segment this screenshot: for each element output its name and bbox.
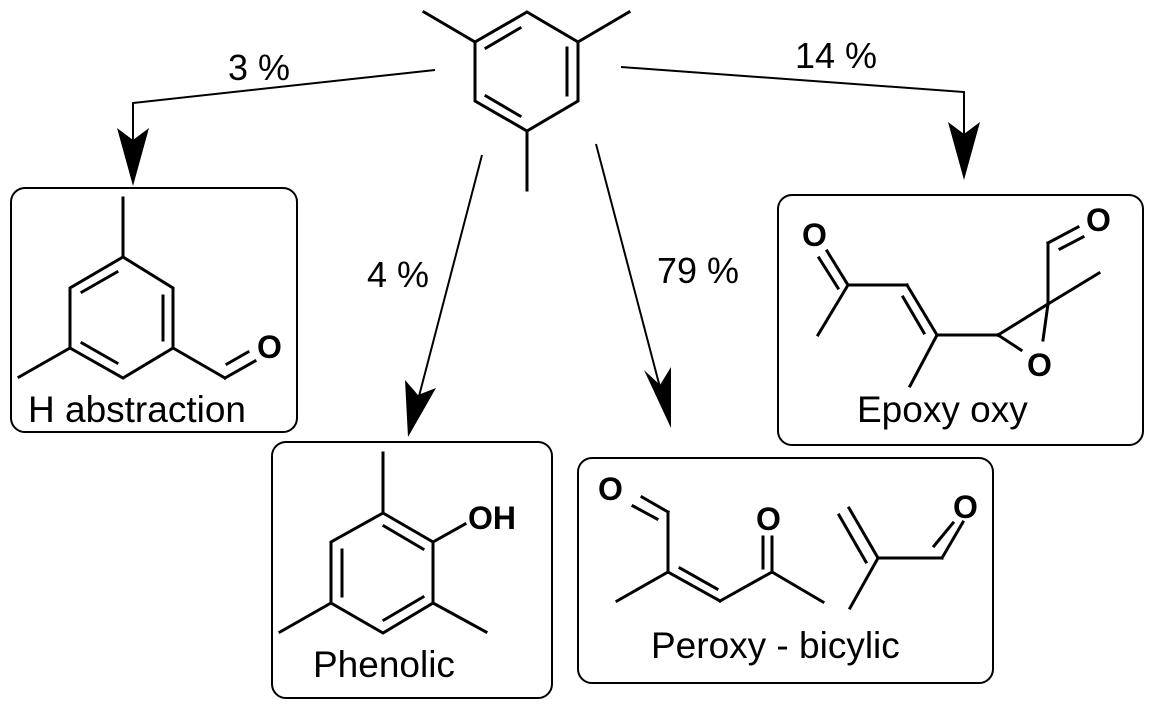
- percent-epoxy-oxy: 14 %: [795, 35, 877, 76]
- product-box: [777, 194, 1144, 446]
- arrow-phenolic: [405, 154, 483, 437]
- product-box: [10, 187, 298, 433]
- atom-oxygen: O: [1027, 347, 1052, 383]
- arrow-peroxy-bicyclic: [595, 143, 671, 428]
- product-epoxy-oxy: O O O Epoxy oxy: [777, 194, 1144, 446]
- product-label: Phenolic: [313, 644, 455, 685]
- arrow-epoxy-oxy: [620, 66, 980, 180]
- atom-oxygen: O: [598, 471, 623, 507]
- atom-oxygen: O: [756, 501, 781, 537]
- percent-phenolic: 4 %: [367, 254, 429, 295]
- percent-h-abstraction: 3 %: [228, 47, 290, 88]
- product-h-abstraction: O H abstraction: [10, 187, 298, 433]
- arrow-h-abstraction: [117, 69, 436, 186]
- atom-oxygen: O: [802, 217, 827, 253]
- product-label: Peroxy - bicylic: [651, 625, 900, 666]
- atom-oxygen: O: [1086, 202, 1111, 238]
- product-box: [577, 457, 994, 684]
- mesitylene-structure: [421, 9, 632, 192]
- percent-peroxy-bicyclic: 79 %: [657, 250, 739, 291]
- product-label: H abstraction: [28, 389, 246, 430]
- atom-oxygen: O: [953, 489, 978, 525]
- product-label: Epoxy oxy: [857, 389, 1028, 430]
- atom-oxygen: O: [257, 329, 282, 365]
- atom-hydroxyl: OH: [468, 500, 516, 536]
- product-box: [271, 441, 553, 699]
- product-phenolic: OH Phenolic: [271, 441, 553, 699]
- product-peroxy-bicyclic: O O O Peroxy - bicylic: [577, 457, 994, 684]
